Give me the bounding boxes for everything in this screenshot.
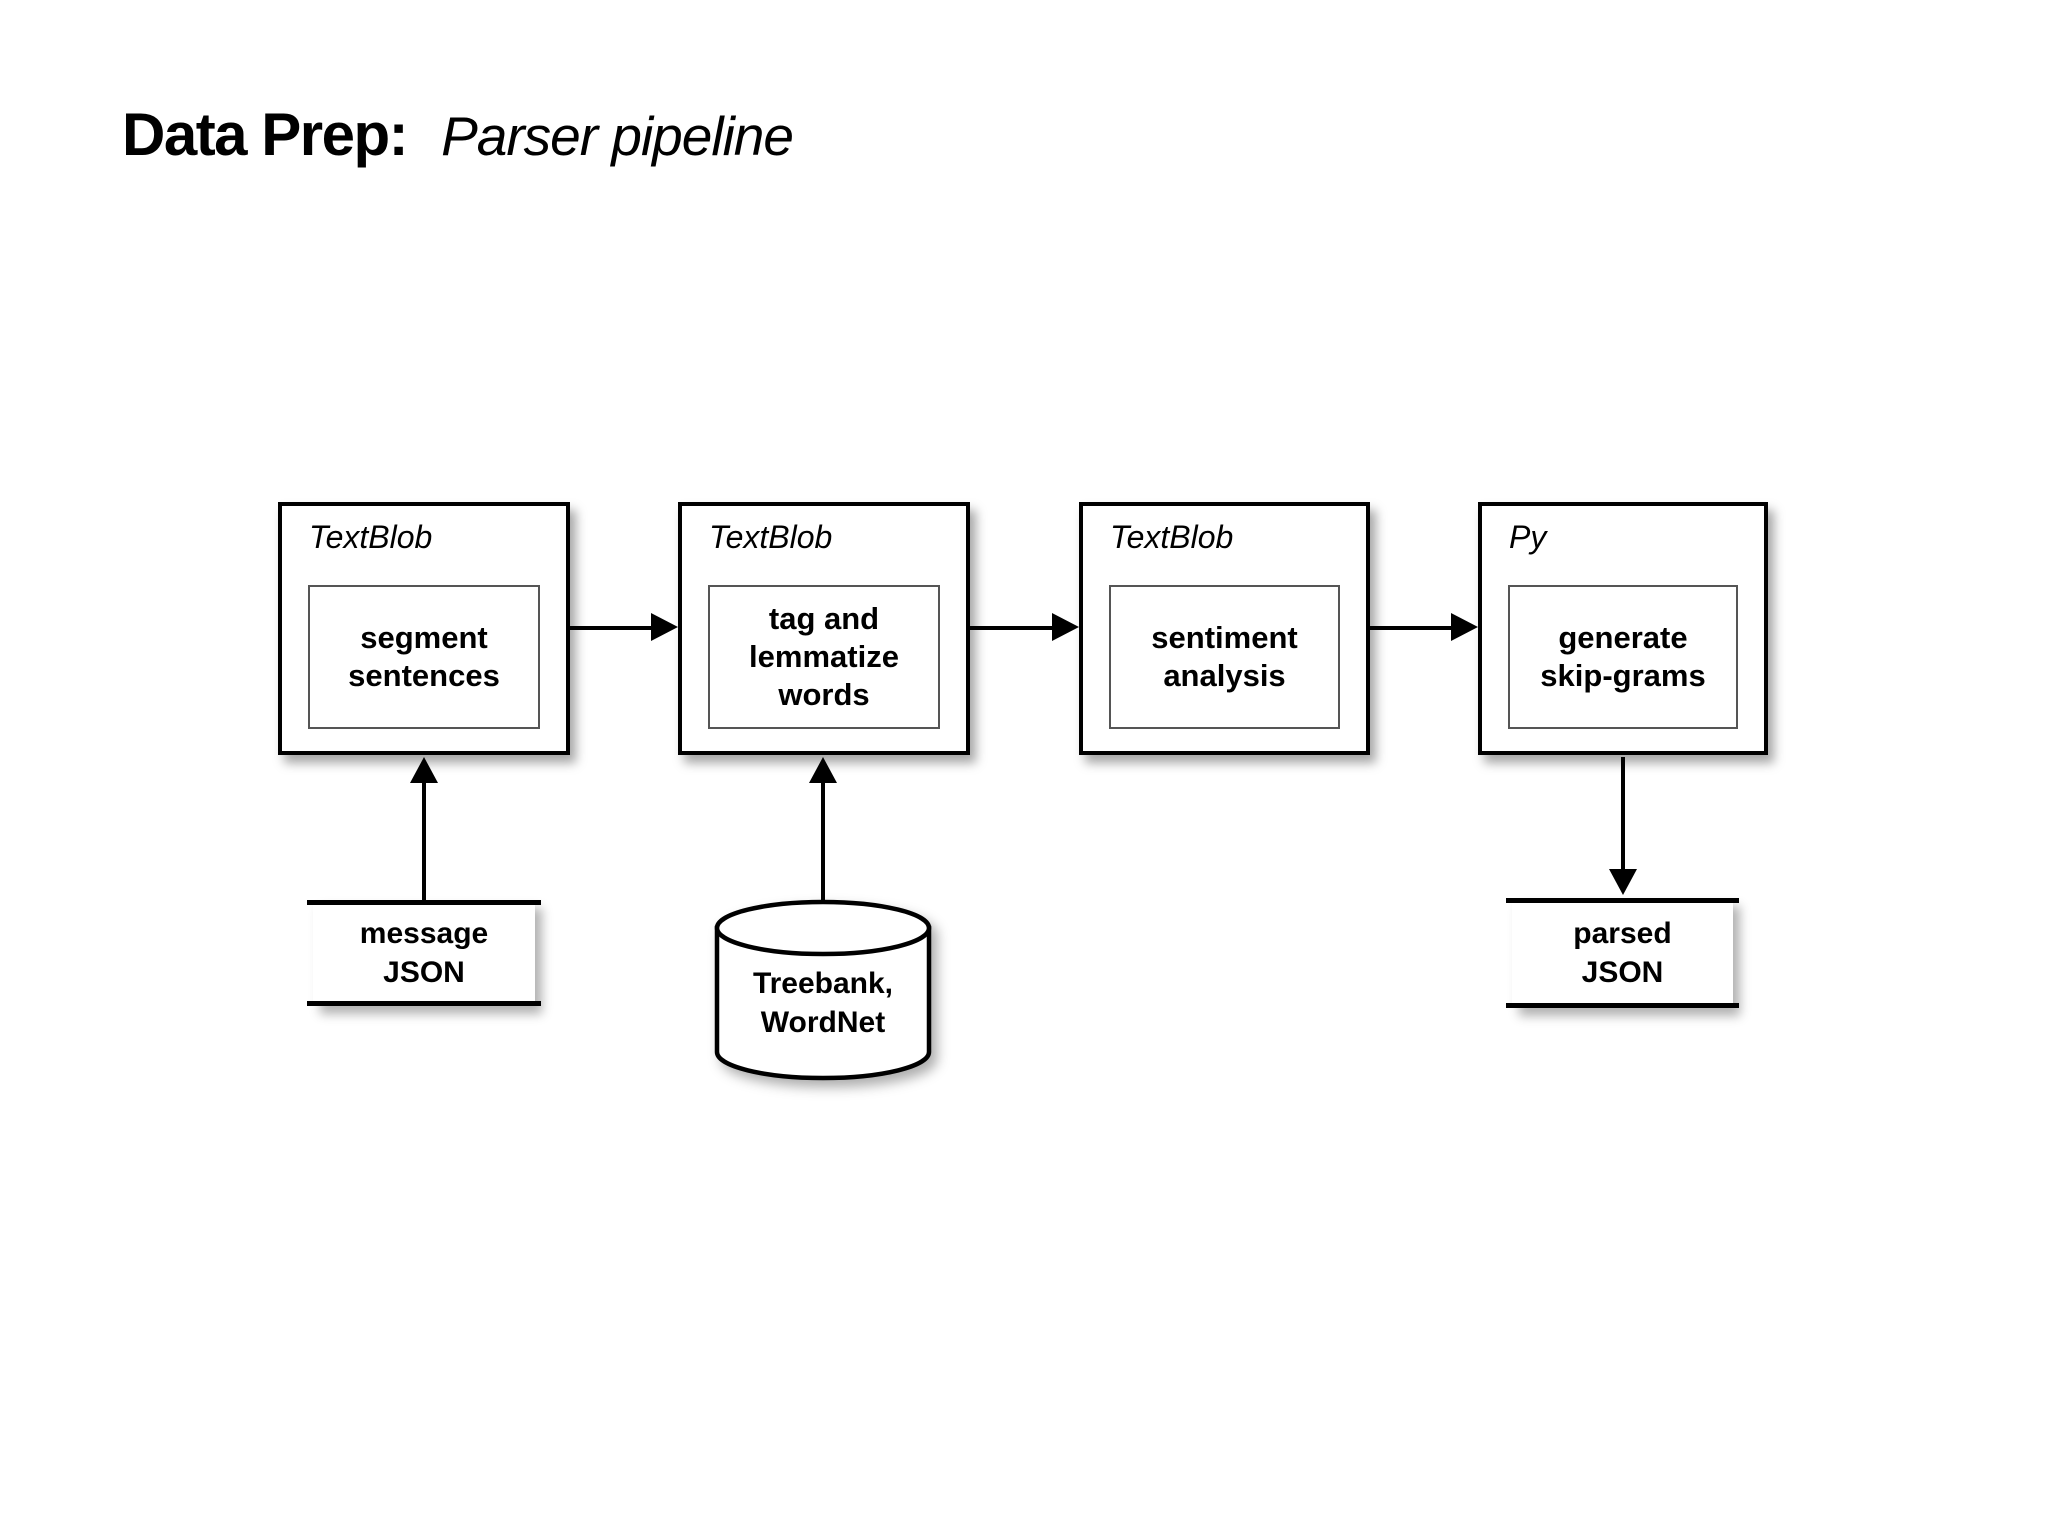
slide-title: Data Prep: Parser pipeline	[122, 100, 794, 169]
node-tag-lemmatize: TextBlob tag and lemmatize words	[678, 502, 970, 755]
step-label: generate skip-grams	[1508, 585, 1738, 729]
node-segment-sentences: TextBlob segment sentences	[278, 502, 570, 755]
arrow-node2-to-node3	[968, 626, 1054, 630]
database-cylinder-treebank-wordnet: Treebank, WordNet	[713, 898, 933, 1084]
arrowhead-down-icon	[1609, 869, 1637, 895]
node-generate-skipgrams: Py generate skip-grams	[1478, 502, 1768, 755]
framework-label: TextBlob	[309, 519, 433, 555]
arrowhead-right-icon	[651, 613, 678, 641]
arrowhead-right-icon	[1451, 613, 1478, 641]
arrow-node3-to-node4	[1368, 626, 1453, 630]
framework-label: TextBlob	[709, 519, 833, 555]
arrow-message-json-to-node1	[422, 781, 426, 901]
arrowhead-right-icon	[1052, 613, 1079, 641]
framework-label: Py	[1509, 519, 1547, 555]
card-label: parsed JSON	[1573, 917, 1672, 989]
arrow-node4-to-parsed-json	[1621, 757, 1625, 871]
cylinder-label: Treebank, WordNet	[752, 967, 894, 1039]
card-label: message JSON	[359, 917, 489, 989]
title-subtitle: Parser pipeline	[441, 105, 794, 167]
database-cylinder-icon	[714, 899, 932, 1081]
framework-label: TextBlob	[1110, 519, 1234, 555]
arrow-node1-to-node2	[570, 626, 653, 630]
step-label: sentiment analysis	[1109, 585, 1340, 729]
arrow-treebank-to-node2	[821, 781, 825, 905]
arrowhead-up-icon	[410, 757, 438, 783]
input-card-message-json: message JSON	[307, 900, 541, 1006]
node-sentiment-analysis: TextBlob sentiment analysis	[1079, 502, 1370, 755]
arrowhead-up-icon	[809, 757, 837, 783]
title-prefix: Data Prep:	[122, 101, 409, 168]
step-label: tag and lemmatize words	[708, 585, 940, 729]
step-label: segment sentences	[308, 585, 540, 729]
output-card-parsed-json: parsed JSON	[1506, 898, 1739, 1008]
